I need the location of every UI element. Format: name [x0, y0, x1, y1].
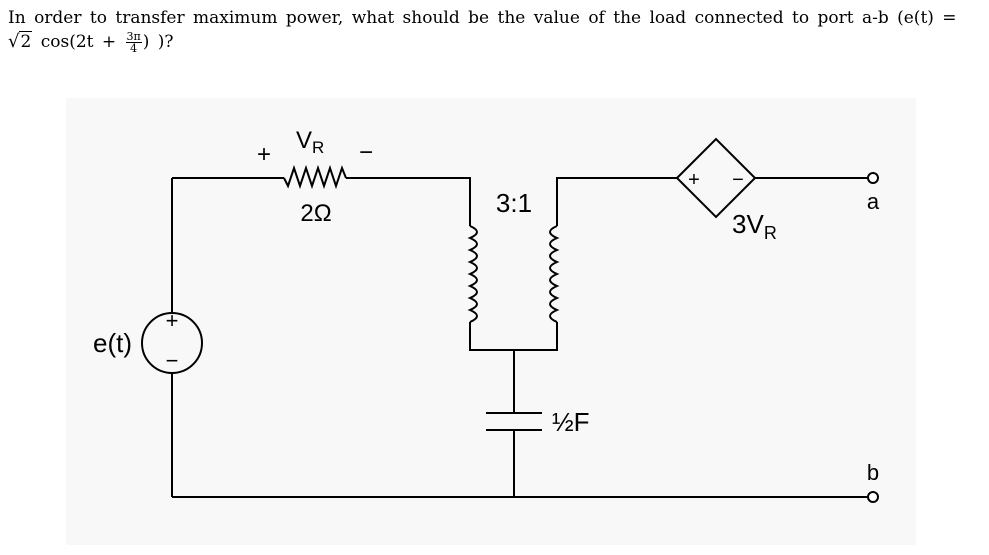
- resistor-voltage-label: VR: [296, 127, 324, 157]
- transformer-ratio: 3:1: [496, 188, 532, 218]
- capacitor-plates: [486, 412, 542, 431]
- port-a-terminal: [867, 172, 879, 184]
- source-label: e(t): [93, 328, 132, 358]
- question-text: In order to transfer maximum power, what…: [8, 6, 983, 54]
- question-line-1: In order to transfer maximum power, what…: [8, 8, 957, 28]
- circuit-background: [66, 98, 916, 545]
- port-a-label: a: [867, 189, 880, 214]
- resistor-value: 2Ω: [300, 200, 331, 227]
- voltage-source-circle: [141, 312, 203, 374]
- wire-resistor-to-primary: [346, 177, 471, 226]
- cos-prefix: cos(2t +: [40, 32, 125, 52]
- dep-source-label: 3VR: [732, 209, 777, 243]
- resistor-2-ohm: [283, 164, 347, 190]
- sqrt-symbol: √: [8, 31, 20, 52]
- wire-primary-bottom: [469, 322, 558, 351]
- source-plus-sign: +: [166, 308, 179, 333]
- port-b-terminal: [867, 491, 879, 503]
- wire-secondary-top: [556, 177, 677, 226]
- cos-suffix: ) )?: [142, 32, 174, 52]
- dep-source-minus-sign: −: [732, 169, 744, 191]
- source-minus-sign: −: [166, 348, 179, 373]
- resistor-plus-sign: +: [257, 141, 271, 168]
- port-b-label: b: [867, 460, 879, 485]
- primary-coil: [467, 225, 478, 323]
- secondary-coil: [549, 225, 560, 323]
- sqrt-argument: 2: [19, 31, 33, 52]
- phase-fraction-numerator: 3π: [125, 30, 142, 43]
- phase-fraction-denominator: 4: [130, 42, 138, 55]
- resistor-minus-sign: −: [359, 139, 373, 166]
- capacitor-value: ½F: [552, 407, 590, 437]
- dep-source-plus-sign: +: [688, 169, 700, 191]
